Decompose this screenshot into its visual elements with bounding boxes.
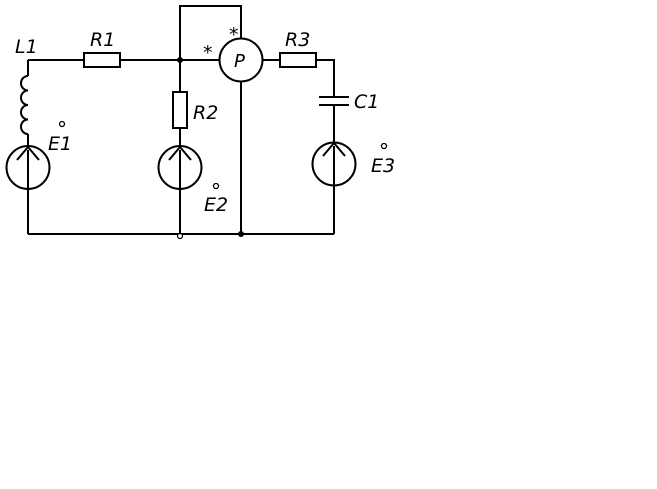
wire-r3-c1: [316, 59, 335, 97]
wattmeter-p: [218, 37, 264, 83]
label-meter-p: P: [234, 51, 245, 72]
label-star-top: *: [229, 24, 239, 46]
label-star-left: *: [203, 42, 213, 64]
resistor-r3: [279, 52, 317, 68]
label-l1: L1: [15, 36, 38, 58]
marker-e2-dot: [212, 182, 220, 190]
label-e2: E2: [204, 194, 228, 216]
node-junction-bottom-right: [238, 231, 244, 237]
resistor-r1: [83, 52, 121, 68]
label-e3: E3: [371, 155, 395, 177]
marker-e3-dot: [380, 142, 388, 150]
label-e1: E1: [48, 133, 72, 155]
label-r1: R1: [90, 29, 115, 51]
inductor-l1: [20, 75, 29, 135]
source-e1: [5, 145, 51, 190]
marker-e1-dot: [58, 120, 66, 128]
wire-current-coil-loop: [179, 5, 242, 60]
capacitor-c1: [319, 96, 349, 106]
source-e3: [311, 141, 357, 187]
source-e2: [157, 145, 203, 190]
node-junction-top: [177, 57, 183, 63]
label-c1: C1: [354, 91, 379, 113]
resistor-r2: [172, 91, 188, 129]
label-r3: R3: [285, 29, 310, 51]
node-junction-bottom-mid: [176, 232, 184, 240]
label-r2: R2: [193, 102, 218, 124]
